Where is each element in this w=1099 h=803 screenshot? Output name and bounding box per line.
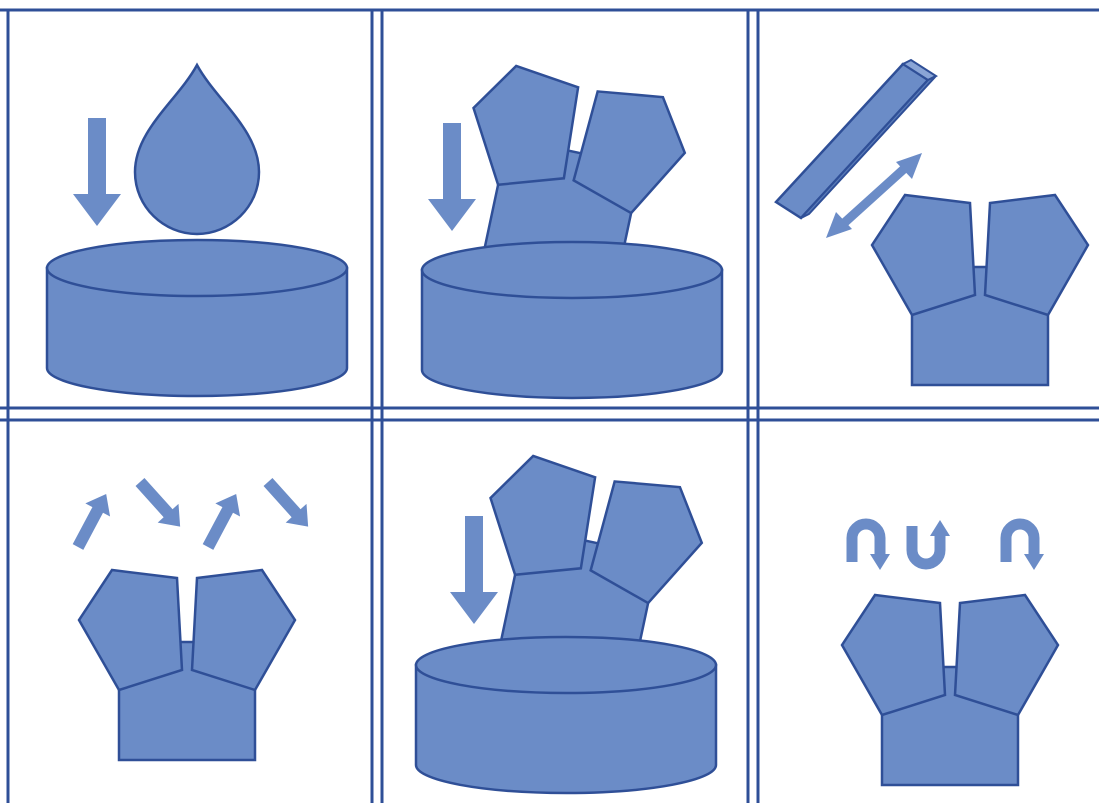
panel-1 <box>47 65 347 396</box>
basin-icon <box>416 637 716 793</box>
shirt-icon <box>842 595 1058 785</box>
basin-icon <box>47 240 347 396</box>
panel-4 <box>66 473 319 760</box>
panel-6 <box>842 520 1058 785</box>
panel-3 <box>776 60 1088 385</box>
arrow-down-icon <box>450 516 498 624</box>
panel-2 <box>422 59 722 398</box>
water-drop-icon <box>135 65 259 234</box>
arrow-down-icon <box>428 123 476 231</box>
shirt-icon <box>872 195 1088 385</box>
bar-icon <box>776 60 936 218</box>
rotation-arrows-icon <box>852 520 1044 570</box>
basin-icon <box>422 242 722 398</box>
shirt-icon <box>79 570 295 760</box>
arrow-down-icon <box>73 118 121 226</box>
zigzag-arrows-icon <box>66 473 319 554</box>
panel-5 <box>416 449 716 793</box>
